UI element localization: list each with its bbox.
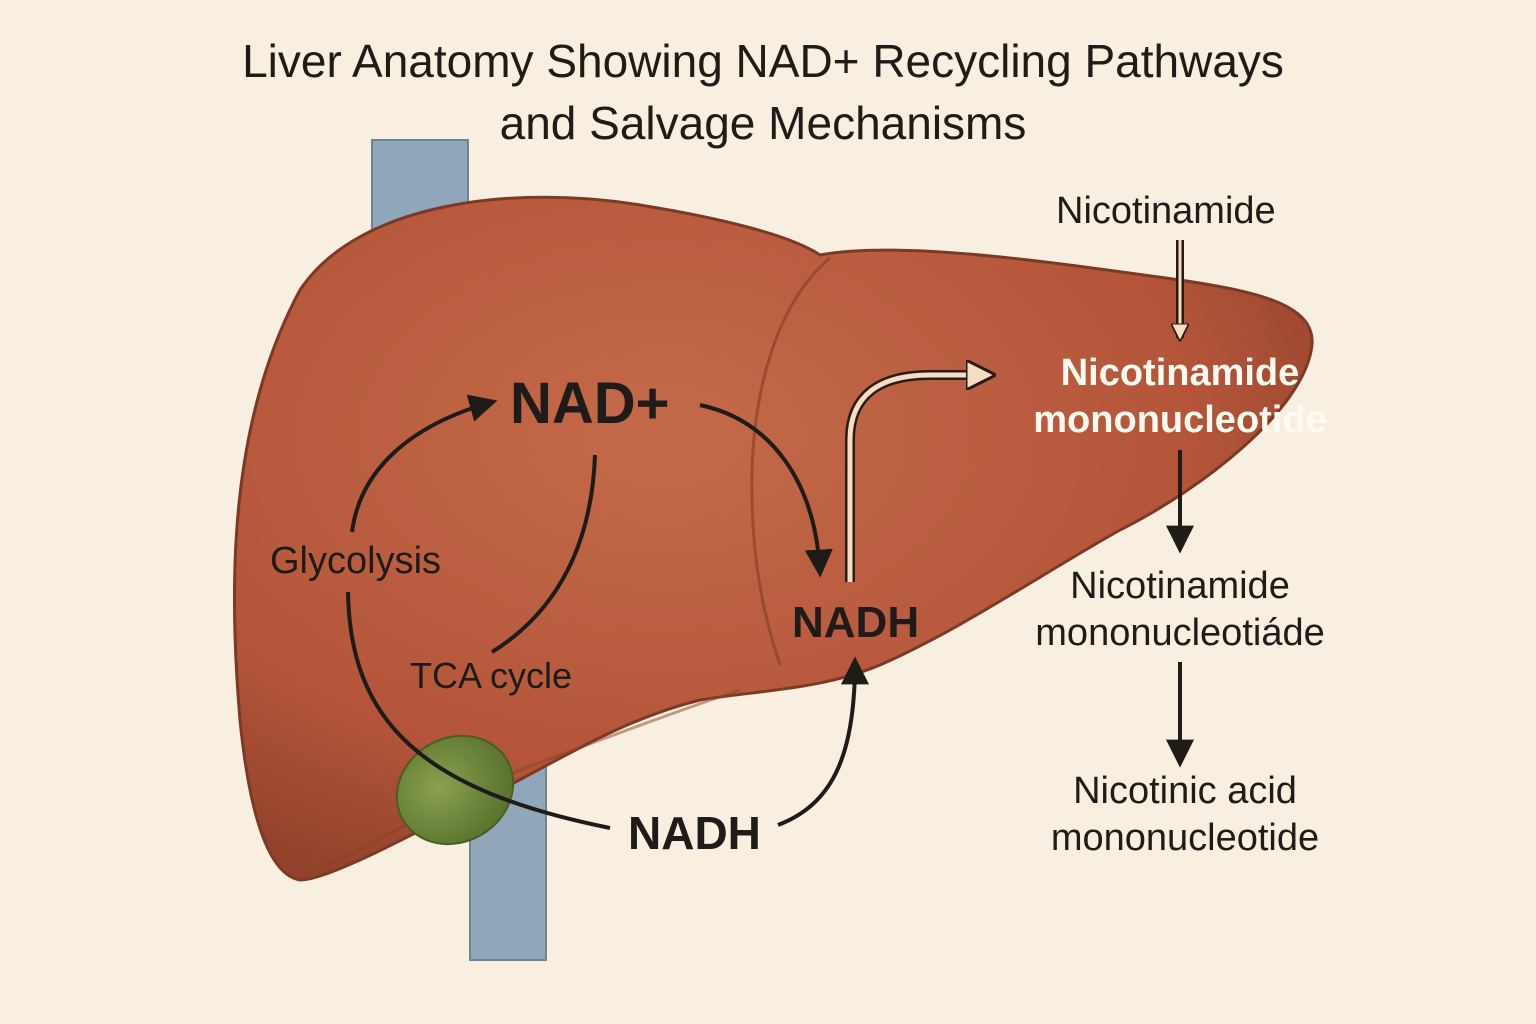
diagram-title: Liver Anatomy Showing NAD+ Recycling Pat… [0, 30, 1526, 154]
label-tca-cycle: TCA cycle [410, 655, 573, 696]
liver-underside [299, 688, 741, 882]
namn-line-2: mononucleotide [1050, 817, 1320, 859]
label-nmn-second: Nicotinamide mononucleotiáde [1010, 563, 1350, 657]
title-line-2: and Salvage Mechanisms [499, 97, 1027, 149]
gallbladder [395, 734, 515, 846]
arrow-glycolysis-to-nadh-bottom [346, 591, 611, 830]
label-nadh-right: NADH [792, 598, 920, 647]
nmn-second-line-2: mononucleotiáde [1035, 612, 1325, 654]
arrow-glycolysis-to-nad [350, 394, 498, 533]
title-line-1: Liver Anatomy Showing NAD+ Recycling Pat… [242, 35, 1284, 87]
label-nicotinamide: Nicotinamide [1056, 190, 1276, 232]
lobe-division [750, 256, 831, 666]
label-nmn-highlight: Nicotinamide mononucleotide [1020, 350, 1340, 444]
label-nicotinic-acid-mononucleotide: Nicotinic acid mononucleotide [1020, 768, 1350, 862]
arrow-nadh-to-nmn-fill [847, 375, 990, 582]
nmn-highlight-line-2: mononucleotide [1033, 399, 1327, 441]
namn-line-1: Nicotinic acid [1073, 770, 1297, 812]
arrow-nad-to-tca [490, 454, 597, 654]
arrow-nadh-bottom-to-nadh [777, 656, 869, 827]
nmn-highlight-line-1: Nicotinamide [1060, 352, 1300, 394]
label-nadh-bottom: NADH [628, 807, 761, 859]
label-glycolysis: Glycolysis [270, 540, 442, 582]
nmn-second-line-1: Nicotinamide [1070, 565, 1290, 607]
arrow-nad-to-nadh [699, 403, 833, 578]
label-nad-plus: NAD+ [510, 371, 670, 436]
liver-shape [232, 195, 1314, 882]
